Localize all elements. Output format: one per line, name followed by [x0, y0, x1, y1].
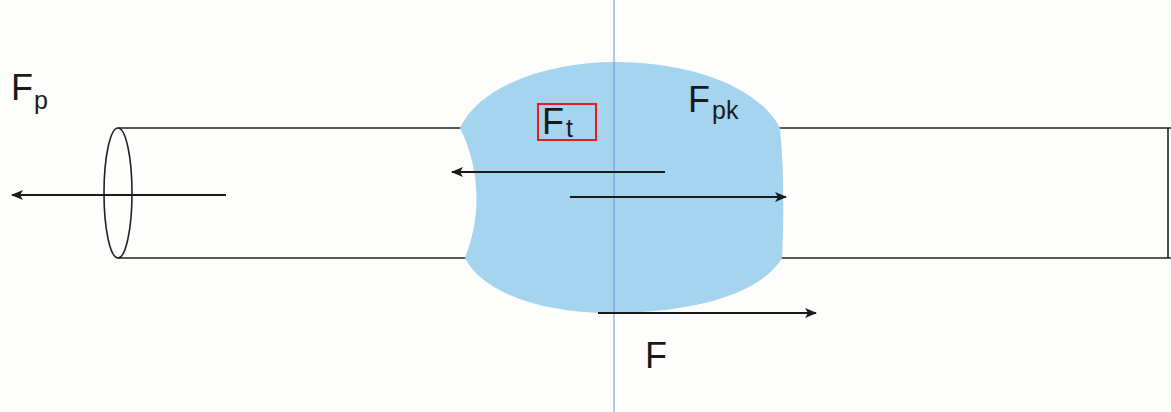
liquid-bridge: [460, 62, 783, 313]
force-arrow-fpk: [570, 196, 786, 198]
force-arrow-ft: [452, 171, 665, 173]
force-subscript: p: [34, 88, 48, 113]
force-arrow-fp: [12, 194, 226, 196]
force-symbol: F: [645, 338, 667, 374]
highlight-box: [538, 104, 596, 140]
force-subscript: t: [566, 116, 573, 141]
force-symbol: F: [11, 70, 33, 106]
left-tube: [104, 128, 466, 258]
force-subscript: pk: [712, 98, 738, 123]
force-symbol: F: [542, 104, 564, 140]
force-symbol: F: [688, 82, 710, 118]
right-tube: [778, 128, 1171, 258]
force-arrow-f: [598, 312, 816, 314]
symmetry-line: [614, 0, 615, 412]
